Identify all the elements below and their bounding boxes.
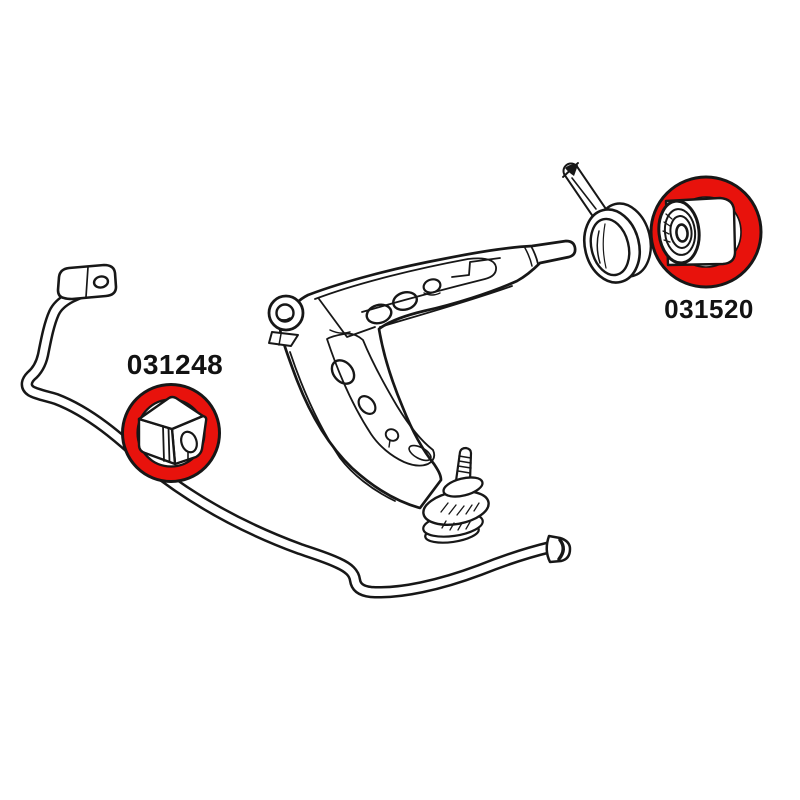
lower-flange-line	[289, 351, 396, 502]
part-031248-highlight[interactable]	[121, 383, 221, 483]
bushing-bore	[675, 223, 689, 243]
control-arm-bushing-drawing	[657, 196, 737, 267]
gusset-line	[318, 298, 376, 338]
arm-bolt-detail	[384, 428, 400, 442]
bushing-right-face	[170, 414, 208, 466]
collar-opening	[589, 217, 631, 277]
stabilizer-bar-tip-cap	[545, 534, 572, 564]
front-eye-hole	[275, 303, 295, 323]
control-arm-outline	[278, 239, 577, 510]
control-arm-drawing	[267, 239, 577, 510]
stud-thread-1	[458, 455, 472, 459]
stabilizer-bushing-drawing	[137, 395, 208, 466]
arm-hole-2	[392, 290, 418, 312]
bushing-end-ring-2	[663, 208, 697, 256]
ball-joint-drawing	[422, 446, 490, 544]
highlight-ring-outer-edge	[121, 383, 221, 483]
boot-hatch	[440, 502, 480, 531]
collar-inner-shade2	[602, 223, 607, 269]
recess-channel	[326, 332, 436, 467]
arm-hole-5	[357, 395, 377, 415]
clamp-bracket-drawing	[562, 162, 610, 224]
stud-thread-4	[457, 470, 471, 474]
eye-tab	[268, 331, 299, 347]
eyelet-hole-shade	[95, 284, 107, 289]
bushing-end-ring-3	[669, 215, 693, 249]
stabilizer-bar-tip-mark	[557, 538, 565, 561]
arm-hole-1	[365, 303, 393, 325]
stub-socket-arc2	[524, 247, 533, 267]
bushing-front-face	[137, 417, 177, 466]
part-number-031520[interactable]: 031520	[664, 294, 754, 324]
bushing-top-face	[137, 395, 205, 431]
upper-inner-edge-line	[379, 285, 513, 328]
arm-bolt-line	[388, 439, 391, 448]
part-031520-highlight[interactable]	[649, 175, 763, 289]
front-eye-shade	[277, 317, 291, 321]
bushing-side-hole	[180, 430, 198, 454]
bushing-slot-line-2	[167, 427, 171, 463]
arm-hole-4	[330, 359, 356, 385]
bracket-strap-fold	[571, 177, 597, 210]
bushing-slot-line-1	[162, 425, 165, 462]
collar-inner-shade	[596, 230, 601, 264]
joint-collar	[442, 476, 484, 498]
stub-socket-arc	[530, 245, 539, 265]
gusset-line2	[329, 329, 351, 334]
channel-end-oval	[408, 444, 432, 462]
ball-stud	[454, 446, 473, 483]
bushing-end-hatch	[662, 213, 673, 243]
highlight-ring-outer-edge	[649, 175, 763, 289]
eye-tab-line	[278, 333, 282, 346]
upper-step-line	[451, 257, 501, 278]
stud-thread-3	[457, 465, 472, 469]
arm-hole-3-shade	[423, 292, 441, 296]
part-number-031248[interactable]: 031248	[126, 349, 224, 380]
collar-ring-drawing	[583, 202, 652, 284]
bracket-cap-wedge	[565, 164, 578, 176]
stud-thread-2	[458, 460, 472, 464]
arm-hole-3	[422, 278, 442, 294]
front-eye-outer	[267, 294, 305, 332]
eyelet-fold-line	[85, 266, 89, 298]
bracket-strap-core	[564, 164, 608, 222]
